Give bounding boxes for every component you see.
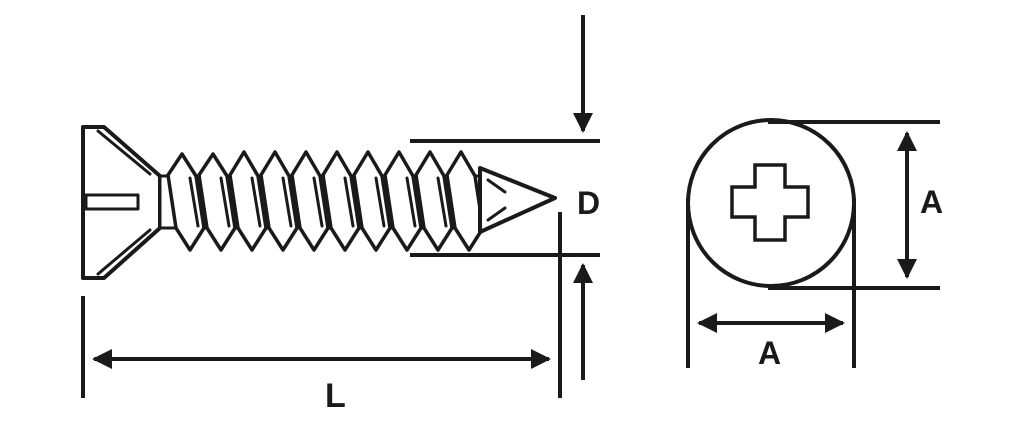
screw-head-top-view: [686, 118, 856, 288]
screw-head-groove: [96, 129, 152, 276]
diameter-label: D: [577, 185, 600, 221]
screw-tip: [478, 166, 557, 234]
screw-tip-thread: [486, 178, 507, 222]
screw-threads: [166, 150, 485, 252]
screw-thread-lines: [188, 176, 448, 228]
length-dimension: [81, 212, 562, 398]
diameter-dimension: [410, 15, 600, 380]
head-width-dimension: [686, 198, 856, 368]
length-label: L: [325, 377, 346, 415]
screw-side-view: [81, 125, 557, 280]
head-width-label: A: [758, 335, 781, 371]
screw-slot: [84, 193, 140, 211]
head-height-label: A: [920, 184, 943, 220]
phillips-cross: [730, 163, 810, 242]
